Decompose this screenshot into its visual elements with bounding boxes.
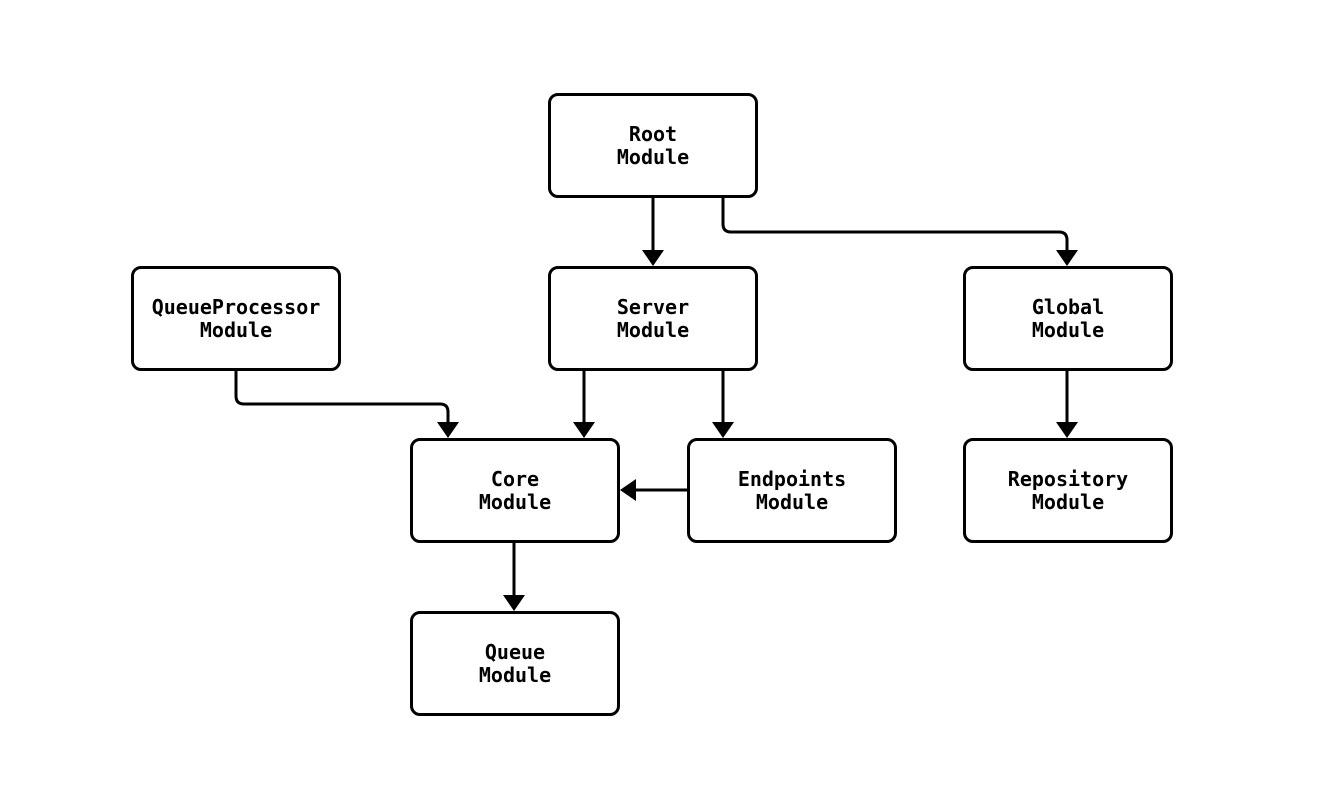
node-core-module: Core Module <box>410 438 620 543</box>
edge-server-to-core <box>573 371 595 438</box>
edge-root-to-server <box>642 196 664 266</box>
node-queue-module: Queue Module <box>410 611 620 716</box>
node-endpoints-module: Endpoints Module <box>687 438 897 543</box>
edge-global-to-repository <box>1056 371 1078 438</box>
node-root-module: Root Module <box>548 93 758 198</box>
node-global-module: Global Module <box>963 266 1173 371</box>
arrowhead-down-icon <box>1056 250 1078 266</box>
node-core-module-label: Core Module <box>478 466 552 514</box>
edge-core-to-queue <box>503 543 525 611</box>
node-queue-module-label: Queue Module <box>478 639 552 687</box>
edge-endpoints-to-core <box>620 479 687 501</box>
arrowhead-down-icon <box>1056 422 1078 438</box>
edge-queueprocessor-to-core <box>234 371 459 438</box>
node-server-module: Server Module <box>548 266 758 371</box>
node-queueprocessor-module: QueueProcessor Module <box>131 266 341 371</box>
node-server-module-label: Server Module <box>616 294 690 342</box>
node-endpoints-module-label: Endpoints Module <box>737 466 847 514</box>
edge-server-to-endpoints <box>712 371 734 438</box>
node-global-module-label: Global Module <box>1031 294 1105 342</box>
arrowhead-down-icon <box>573 422 595 438</box>
node-root-module-label: Root Module <box>616 121 690 169</box>
arrowhead-down-icon <box>642 250 664 266</box>
arrowhead-down-icon <box>437 422 459 438</box>
arrowhead-down-icon <box>712 422 734 438</box>
node-repository-module-label: Repository Module <box>1007 466 1129 514</box>
edge-root-to-global <box>721 196 1078 266</box>
node-queueprocessor-module-label: QueueProcessor Module <box>151 294 321 342</box>
arrowhead-left-icon <box>620 479 636 501</box>
arrowhead-down-icon <box>503 595 525 611</box>
node-repository-module: Repository Module <box>963 438 1173 543</box>
